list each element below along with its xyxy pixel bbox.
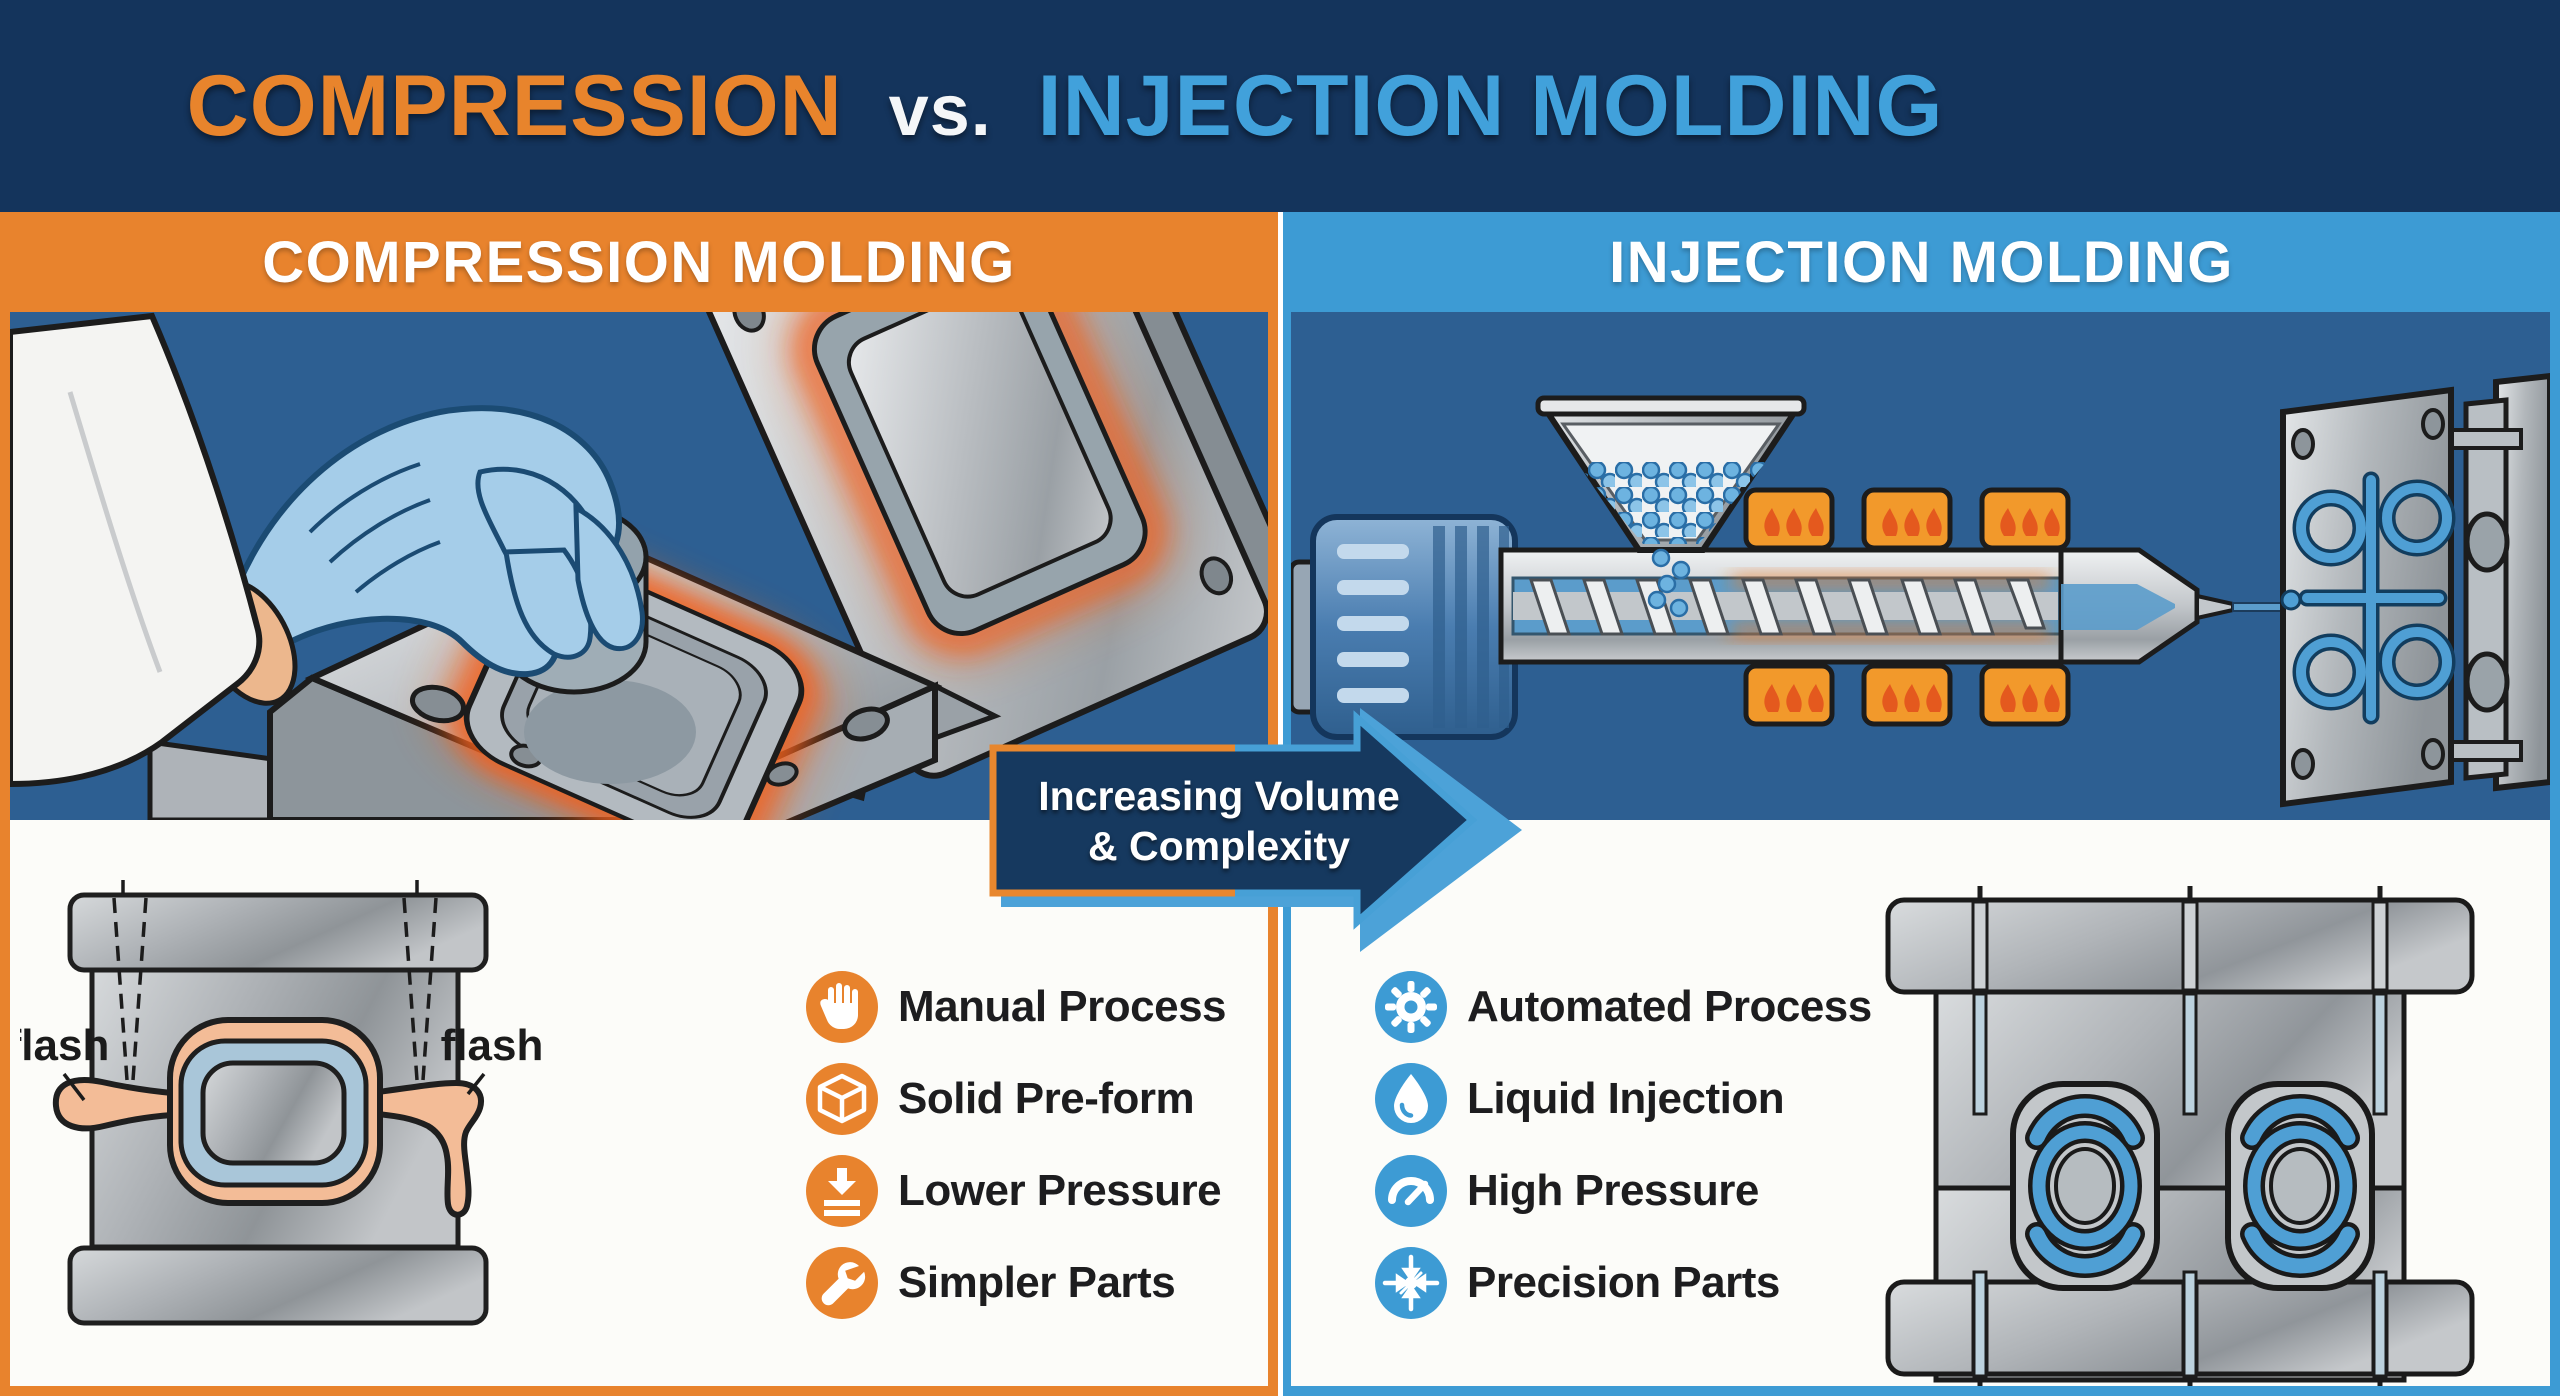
barrel <box>1498 547 2286 665</box>
gear-icon <box>1375 971 1447 1043</box>
injection-panel: INJECTION MOLDING <box>1283 212 2560 1396</box>
guide-pin-dashes <box>112 880 438 1081</box>
drive-motor <box>1291 514 1518 740</box>
feature-row: Precision Parts <box>1375 1247 1872 1319</box>
flash-mold-diagram: flash flash <box>20 880 544 1326</box>
title-compression: COMPRESSION <box>186 57 843 154</box>
flash-left <box>52 1077 175 1132</box>
wrench-icon <box>806 1247 878 1319</box>
feature-label: High Pressure <box>1467 1166 1759 1215</box>
compression-detail-area: flash flash Manual Process <box>10 820 1268 1386</box>
arrow-line-1: Increasing Volume <box>1038 772 1400 819</box>
compression-illustration <box>10 312 1268 820</box>
precision-icon <box>1375 1247 1447 1319</box>
feature-row: Liquid Injection <box>1375 1063 1872 1135</box>
compression-feature-list: Manual Process Solid Pre-form <box>806 971 1227 1339</box>
flash-label-right: flash <box>441 1021 544 1070</box>
hopper <box>1535 395 1807 618</box>
compression-molding-scene <box>10 312 1268 820</box>
injection-molding-scene <box>1291 372 2550 808</box>
feature-row: Solid Pre-form <box>806 1063 1226 1135</box>
cavity-part <box>2010 1081 2160 1291</box>
falling-pellets <box>1647 548 1691 618</box>
hand-icon <box>806 971 878 1043</box>
lab-coat-sleeve <box>10 312 263 788</box>
feature-label: Liquid Injection <box>1467 1074 1785 1123</box>
compression-band-label: COMPRESSION MOLDING <box>262 229 1016 295</box>
volume-complexity-arrow <box>989 708 1522 952</box>
heater-bands <box>1743 487 2071 727</box>
melt-stream <box>2232 602 2286 612</box>
injection-detail-area: Automated Process Liquid Injection <box>1291 820 2550 1386</box>
feature-row: Lower Pressure <box>806 1155 1226 1227</box>
lower-pressure-icon <box>806 1155 878 1227</box>
droplet-icon <box>1375 1063 1447 1135</box>
feature-label: Automated Process <box>1467 982 1872 1031</box>
title-vs: vs. <box>888 70 992 151</box>
pellet-mass <box>1576 462 1766 544</box>
injection-band-label: INJECTION MOLDING <box>1609 229 2234 295</box>
feature-row: Automated Process <box>1375 971 1872 1043</box>
injection-illustration <box>1291 312 2550 820</box>
upper-mold-half <box>697 312 1268 779</box>
arrow-banner-text: Increasing Volume & Complexity <box>993 752 1445 890</box>
screw-flights <box>1528 578 2047 636</box>
feature-label: Manual Process <box>898 982 1227 1031</box>
cavity-part <box>2225 1081 2375 1291</box>
feature-label: Precision Parts <box>1467 1258 1780 1307</box>
feature-label: Simpler Parts <box>898 1258 1176 1307</box>
gloved-hand <box>223 405 645 678</box>
flash-label-left: flash <box>20 1021 109 1070</box>
title-injection: INJECTION MOLDING <box>1037 57 1944 154</box>
feature-row: Simpler Parts <box>806 1247 1226 1319</box>
compression-panel: COMPRESSION MOLDING <box>0 212 1278 1396</box>
cube-icon <box>806 1063 878 1135</box>
gauge-icon <box>1375 1155 1447 1227</box>
feature-row: Manual Process <box>806 971 1227 1043</box>
injection-mold-cross-section <box>1885 886 2475 1386</box>
injection-mold <box>2280 372 2550 808</box>
feature-row: High Pressure <box>1375 1155 1872 1227</box>
page-title: COMPRESSION vs. INJECTION MOLDING <box>187 57 1944 156</box>
injection-feature-list: Automated Process Liquid Injection <box>1375 971 1872 1339</box>
feature-label: Lower Pressure <box>898 1166 1222 1215</box>
arrow-line-2: & Complexity <box>1088 823 1350 869</box>
feature-label: Solid Pre-form <box>898 1074 1195 1123</box>
header-bar: COMPRESSION vs. INJECTION MOLDING <box>0 0 2560 212</box>
